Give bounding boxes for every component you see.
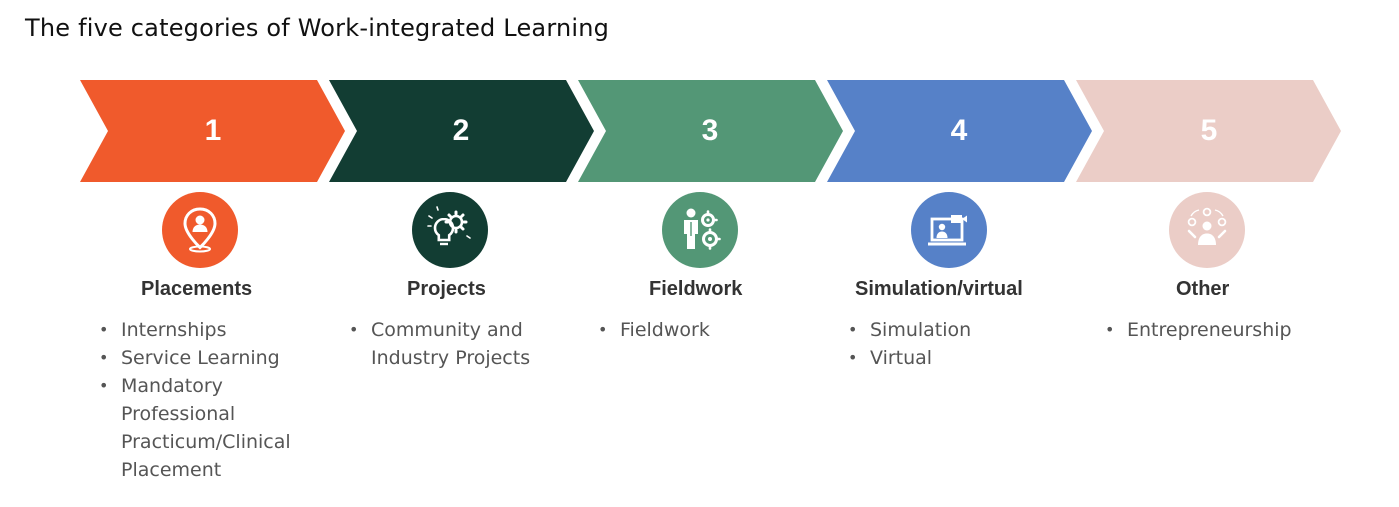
category-title: Fieldwork: [649, 278, 743, 300]
list-item: Simulation: [848, 316, 1078, 344]
chevron-row: 1 2 3 4 5: [80, 80, 1341, 182]
chevron-4-shape: [827, 80, 1092, 182]
chevron-2-number: 2: [453, 114, 470, 147]
chevron-1-number: 1: [205, 114, 222, 147]
lightbulb-gear-icon: [412, 192, 488, 268]
bullet-list: Internships Service Learning Mandatory P…: [99, 316, 329, 484]
chevron-2-shape: [329, 80, 594, 182]
chevron-5-shape: [1076, 80, 1341, 182]
chevron-2: 2: [329, 80, 594, 182]
list-item: Internships: [99, 316, 329, 344]
worker-gears-icon: [662, 192, 738, 268]
chevron-4-number: 4: [951, 114, 968, 147]
bullet-list: Simulation Virtual: [848, 316, 1078, 372]
chevron-5: 5: [1076, 80, 1341, 182]
page-title: The five categories of Work-integrated L…: [25, 14, 610, 42]
list-item: Virtual: [848, 344, 1078, 372]
bullet-list: Community and Industry Projects: [349, 316, 579, 372]
category-title: Simulation/virtual: [855, 278, 1023, 300]
person-ideas-icon: [1169, 192, 1245, 268]
list-item: Mandatory Professional Practicum/Clinica…: [99, 372, 329, 484]
chevron-3: 3: [578, 80, 843, 182]
category-title: Other: [1176, 278, 1230, 300]
chevron-5-number: 5: [1201, 114, 1218, 147]
chevron-3-shape: [578, 80, 843, 182]
category-title: Placements: [141, 278, 253, 300]
chevron-1: 1: [80, 80, 345, 182]
list-item: Service Learning: [99, 344, 329, 372]
list-item: Entrepreneurship: [1105, 316, 1355, 344]
list-item: Fieldwork: [598, 316, 828, 344]
category-title: Projects: [407, 278, 486, 300]
chevron-4: 4: [827, 80, 1092, 182]
chevron-1-shape: [80, 80, 345, 182]
bullet-list: Entrepreneurship: [1105, 316, 1355, 344]
location-pin-person-icon: [162, 192, 238, 268]
list-item: Community and Industry Projects: [349, 316, 579, 372]
bullet-list: Fieldwork: [598, 316, 828, 344]
chevron-3-number: 3: [702, 114, 719, 147]
video-call-icon: [911, 192, 987, 268]
